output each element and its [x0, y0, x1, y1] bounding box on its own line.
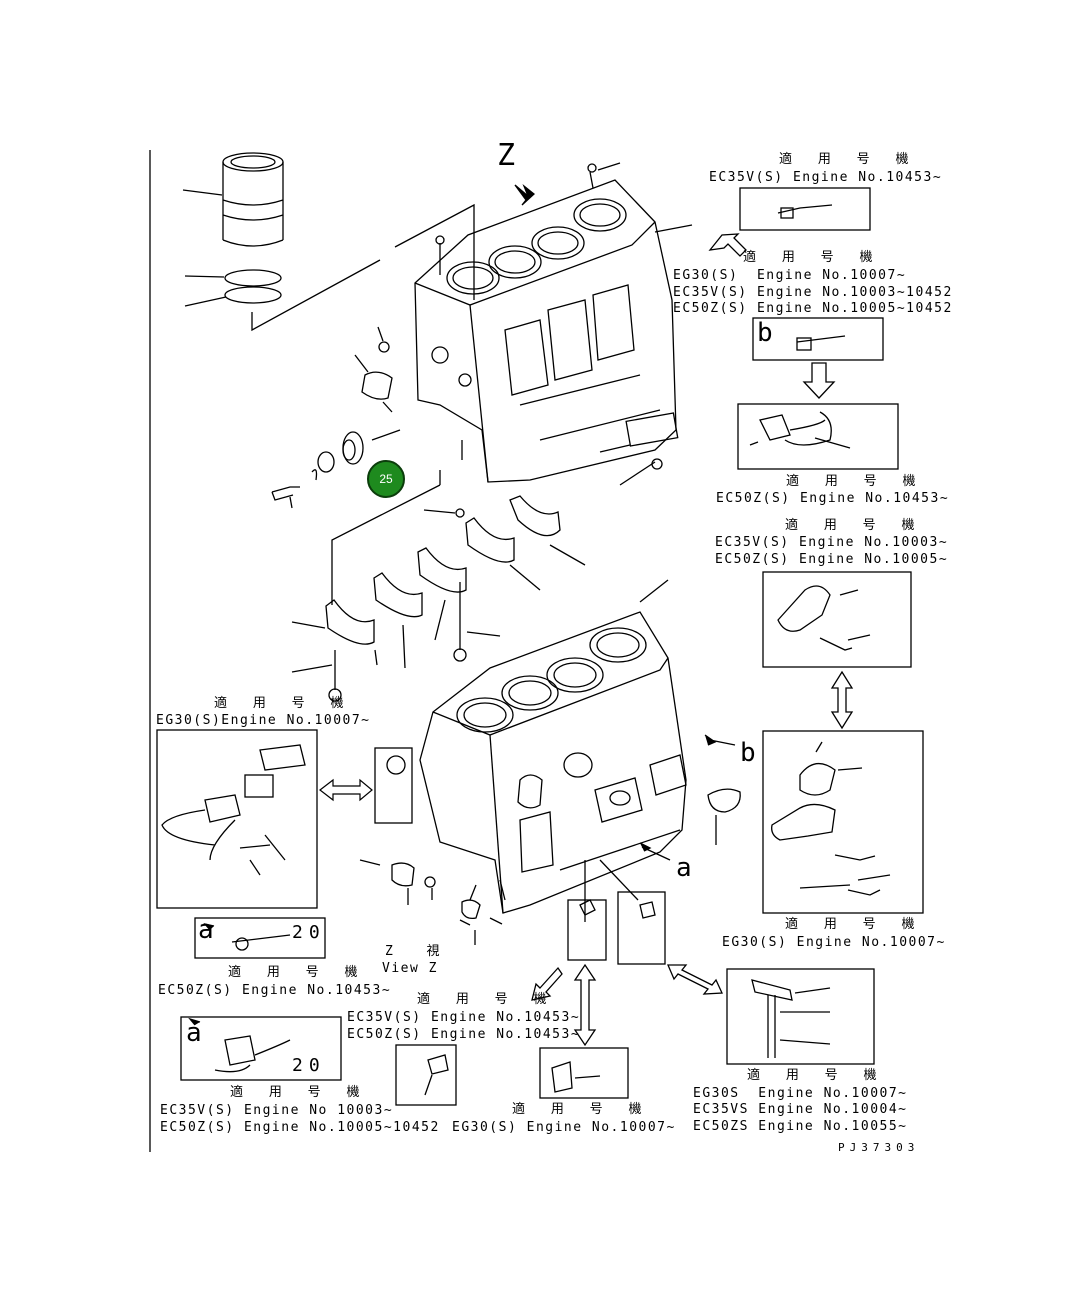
label-top-right-2-line2: EC35V(S) Engine No.10003~10452 — [673, 285, 953, 300]
box-right-4 — [762, 571, 912, 668]
arrow-down-right — [802, 362, 836, 399]
label-right-6-line1: EG30S Engine No.10007~ — [693, 1086, 908, 1101]
upper-cylinder-block — [414, 162, 693, 486]
callout-num-20-a: 20 — [292, 922, 326, 943]
label-left-1-header: 適 用 号 機 — [214, 696, 353, 711]
box-mid-small-2 — [567, 899, 607, 961]
cylinder-liner — [182, 152, 284, 247]
double-arrow-right-vert — [830, 670, 854, 730]
callout-letter-a-mid: a — [676, 853, 692, 883]
label-right-4-line1: EC35V(S) Engine No.10003~ — [715, 535, 949, 550]
label-top-right-2-line1: EG30(S) Engine No.10007~ — [673, 268, 907, 283]
label-right-4-line2: EC50Z(S) Engine No.10005~ — [715, 552, 949, 567]
label-mid-1-line2: EC50Z(S) Engine No.10453~ — [347, 1027, 581, 1042]
box-left-small-a — [194, 917, 326, 959]
box-right-3 — [737, 403, 899, 470]
double-arrow-diag — [667, 964, 723, 995]
double-arrow-mid-vert — [573, 963, 597, 1047]
main-bearing-caps — [291, 495, 586, 702]
label-left-3-line1: EC35V(S) Engine No 10003~ — [160, 1103, 394, 1118]
label-mid-1-line1: EC35V(S) Engine No.10453~ — [347, 1010, 581, 1025]
callout-letter-a-box: a — [198, 915, 214, 945]
label-right-6-line3: EC50ZS Engine No.10055~ — [693, 1119, 908, 1134]
label-left-2-line1: EC50Z(S) Engine No.10453~ — [158, 983, 392, 998]
label-top-right-1-line1: EC35V(S) Engine No.10453~ — [709, 170, 943, 185]
liner-o-rings — [184, 269, 282, 307]
label-right-5-line1: EG30(S) Engine No.10007~ — [722, 935, 946, 950]
arrow-down-diag — [531, 966, 563, 1001]
box-mid-small-1 — [374, 747, 413, 824]
box-top-right-2 — [752, 317, 884, 361]
label-right-6-header: 適 用 号 機 — [747, 1068, 886, 1083]
arrow-up-diag — [708, 233, 747, 257]
label-view-z-line1: Z 視 — [385, 944, 446, 959]
label-mid-1-header: 適 用 号 機 — [417, 992, 556, 1007]
box-mid-1 — [395, 1044, 457, 1106]
box-right-5 — [762, 730, 924, 914]
lower-cylinder-block — [419, 579, 741, 914]
label-mid-2-line1: EG30(S) Engine No.10007~ — [452, 1120, 676, 1135]
double-arrow-left — [319, 778, 373, 802]
label-right-4-header: 適 用 号 機 — [785, 518, 924, 533]
label-top-right-1-header: 適 用 号 機 — [779, 152, 918, 167]
callout-letter-b-top: b — [757, 318, 773, 348]
box-right-6 — [726, 968, 875, 1065]
box-left-1 — [156, 729, 318, 909]
liner-leader — [251, 203, 475, 332]
label-left-3-header: 適 用 号 機 — [230, 1085, 369, 1100]
z-arrow — [514, 183, 535, 206]
label-view-z-line2: View Z — [382, 961, 438, 976]
label-top-right-2-line3: EC50Z(S) Engine No.10005~10452 — [673, 301, 953, 316]
front-seal-parts — [271, 326, 463, 605]
label-left-1-line1: EG30(S)Engine No.10007~ — [156, 713, 371, 728]
label-top-right-2-header: 適 用 号 機 — [743, 250, 882, 265]
callout-num-20-b: 20 — [292, 1055, 326, 1076]
label-right-3-line1: EC50Z(S) Engine No.10453~ — [716, 491, 950, 506]
label-mid-2-header: 適 用 号 機 — [512, 1102, 651, 1117]
callout-letter-z: Z — [497, 138, 516, 173]
box-top-right-1 — [739, 187, 871, 231]
label-right-5-header: 適 用 号 機 — [785, 917, 924, 932]
label-left-3-line2: EC50Z(S) Engine No.10005~10452 — [160, 1120, 440, 1135]
callout-letter-b-mid: b — [740, 738, 756, 768]
callout-badge-25[interactable]: 25 — [367, 460, 405, 498]
label-right-6-line2: EC35VS Engine No.10004~ — [693, 1102, 908, 1117]
box-mid-2 — [539, 1047, 629, 1099]
label-right-3-header: 適 用 号 機 — [786, 474, 925, 489]
drawing-code: PJ37303 — [838, 1141, 920, 1154]
lower-front-parts — [359, 859, 503, 945]
callout-letter-a-box2: a — [186, 1018, 202, 1048]
box-mid-small-3 — [617, 891, 666, 965]
box-left-3 — [180, 1016, 342, 1081]
label-left-2-header: 適 用 号 機 — [228, 965, 367, 980]
